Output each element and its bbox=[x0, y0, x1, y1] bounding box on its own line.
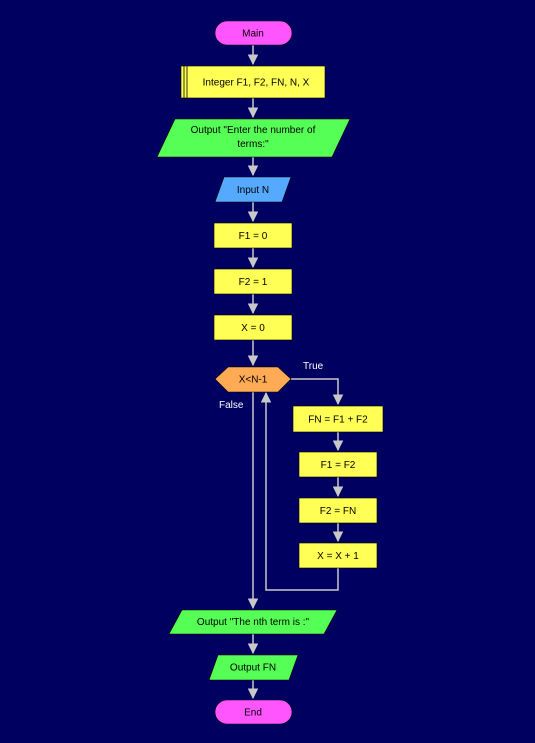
calc-fn-shape bbox=[292, 405, 384, 433]
assign-f1-shape bbox=[213, 222, 293, 249]
input-n-shape bbox=[214, 176, 292, 203]
assign-x-shape bbox=[213, 314, 293, 341]
shift-f2-shape bbox=[298, 497, 378, 524]
end-terminal-shape bbox=[214, 699, 293, 725]
loop-decision-label: X<N-1 bbox=[239, 375, 268, 386]
output-prompt-label-line2: terms:" bbox=[237, 139, 269, 150]
assign-f2-block[interactable]: F2 = 1 bbox=[213, 268, 293, 295]
assign-f1-block[interactable]: F1 = 0 bbox=[213, 222, 293, 249]
increment-x-block[interactable]: X = X + 1 bbox=[298, 542, 378, 569]
false-branch-label: False bbox=[219, 400, 244, 411]
loop-decision[interactable]: X<N-1 bbox=[214, 366, 292, 393]
increment-x-shape bbox=[298, 542, 378, 569]
start-terminal-label: Main bbox=[242, 29, 264, 40]
increment-x-label: X = X + 1 bbox=[317, 551, 359, 562]
input-n-block[interactable]: Input N bbox=[214, 176, 292, 203]
output-prompt-block[interactable]: Output "Enter the number of terms:" bbox=[156, 118, 351, 158]
assign-x-block[interactable]: X = 0 bbox=[213, 314, 293, 341]
assign-f2-label: F2 = 1 bbox=[239, 277, 268, 288]
output-fn-block[interactable]: Output FN bbox=[208, 654, 299, 681]
end-terminal-label: End bbox=[244, 708, 262, 719]
calc-fn-block[interactable]: FN = F1 + F2 bbox=[292, 405, 384, 433]
assign-f2-shape bbox=[213, 268, 293, 295]
output-result-label: Output "The nth term is :" bbox=[197, 617, 310, 628]
start-terminal[interactable]: Main bbox=[214, 20, 293, 46]
shift-f1-block[interactable]: F1 = F2 bbox=[298, 451, 378, 478]
edge-decision-true bbox=[291, 378, 344, 406]
true-branch-label: True bbox=[303, 361, 324, 372]
loop-decision-shape bbox=[214, 366, 292, 393]
shift-f2-block[interactable]: F2 = FN bbox=[298, 497, 378, 524]
output-fn-shape bbox=[208, 654, 299, 681]
start-terminal-shape bbox=[214, 20, 293, 46]
declare-block-shape bbox=[180, 65, 326, 99]
declare-block[interactable]: Integer F1, F2, FN, N, X bbox=[180, 65, 326, 99]
shift-f2-label: F2 = FN bbox=[320, 506, 356, 517]
output-result-block[interactable]: Output "The nth term is :" bbox=[168, 609, 338, 635]
output-prompt-shape bbox=[156, 118, 351, 158]
shift-f1-shape bbox=[298, 451, 378, 478]
calc-fn-label: FN = F1 + F2 bbox=[308, 415, 368, 426]
edge-loop-back bbox=[260, 391, 339, 591]
shift-f1-label: F1 = F2 bbox=[321, 460, 356, 471]
connectors bbox=[247, 45, 344, 700]
output-prompt-label-line1: Output "Enter the number of bbox=[191, 125, 316, 136]
output-fn-label: Output FN bbox=[230, 663, 276, 674]
declare-block-label: Integer F1, F2, FN, N, X bbox=[203, 78, 310, 89]
assign-x-label: X = 0 bbox=[241, 323, 265, 334]
end-terminal[interactable]: End bbox=[214, 699, 293, 725]
output-result-shape bbox=[168, 609, 338, 635]
input-n-label: Input N bbox=[237, 185, 269, 196]
assign-f1-label: F1 = 0 bbox=[239, 231, 268, 242]
